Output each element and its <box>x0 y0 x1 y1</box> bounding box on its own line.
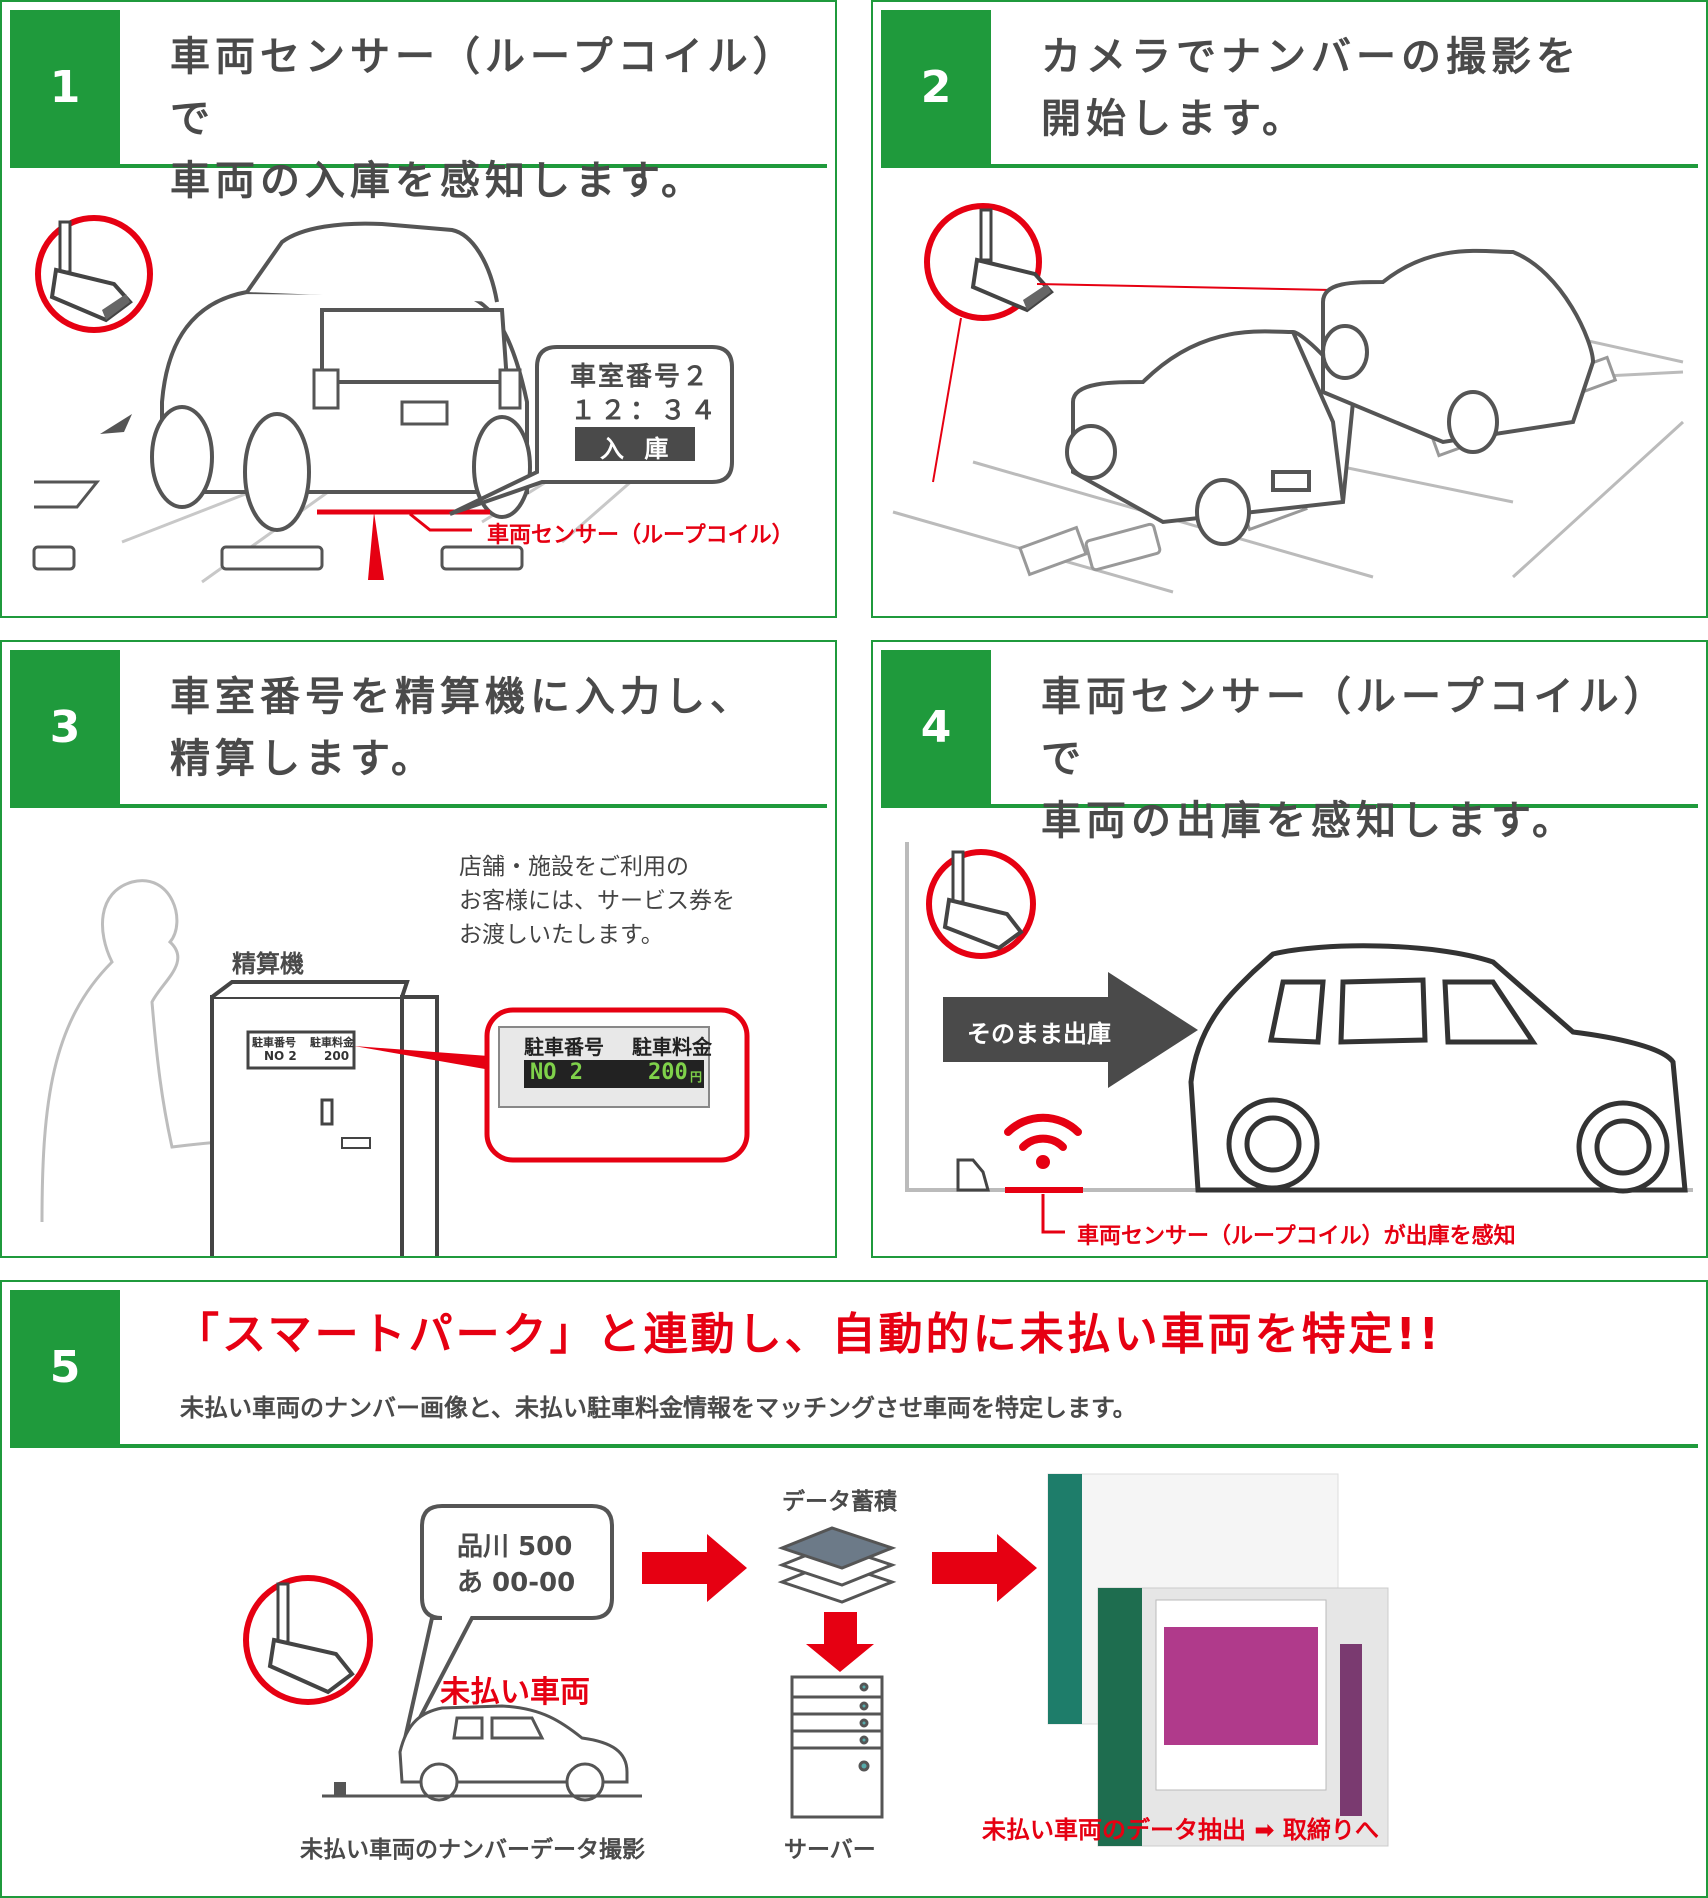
plate-line1: 品川 500 <box>457 1532 573 1562</box>
step-number: 1 <box>10 10 120 164</box>
unpaid-vehicle-label: 未払い車両 <box>440 1675 590 1710</box>
step2-illustration <box>892 203 1685 594</box>
server-label: サーバー <box>784 1837 876 1863</box>
step-panel-2: 2 カメラでナンバーの撮影を 開始します。 <box>871 0 1708 618</box>
step-title: 車両センサー（ループコイル）で 車両の出庫を感知します。 <box>1041 674 1669 844</box>
step-panel-3: 3 車室番号を精算機に入力し、 精算します。 店舗・施設をご利用の お客様には、… <box>0 640 837 1258</box>
service-ticket-note: 店舗・施設をご利用の お客様には、サービス券を お渡しいたします。 <box>459 854 735 948</box>
sensor-label: 車両センサー（ループコイル） <box>487 523 794 548</box>
camera-icon <box>924 203 1054 321</box>
camera-icon <box>243 1575 373 1705</box>
machine-display-head1: 駐車番号 <box>252 1036 296 1049</box>
machine-display-head2: 駐車料金 <box>310 1036 354 1049</box>
step3-illustration <box>40 879 750 1256</box>
step-number: 2 <box>881 10 991 164</box>
wifi-sensor-icon <box>1004 1113 1082 1169</box>
payment-machine <box>210 980 439 1256</box>
camera-icon <box>926 849 1036 959</box>
step-header: 1 車両センサー（ループコイル）で 車両の入庫を感知します。 <box>10 10 827 204</box>
arrow-right-icon <box>642 1534 747 1602</box>
step-header: 4 車両センサー（ループコイル）で 車両の出庫を感知します。 <box>881 650 1698 844</box>
display-head-number: 駐車番号 <box>524 1035 604 1059</box>
machine-display-val1: NO 2 <box>264 1049 297 1063</box>
arrow-right-icon <box>943 972 1198 1088</box>
display-fee-unit: 円 <box>690 1070 703 1084</box>
storage-label: データ蓄積 <box>782 1489 897 1515</box>
car-icon <box>398 1704 629 1802</box>
step-header: 2 カメラでナンバーの撮影を 開始します。 <box>881 10 1698 168</box>
step5-illustration <box>243 1473 1389 1847</box>
bubble-room-number: 車室番号２ <box>570 362 711 392</box>
bubble-status: 入 庫 <box>600 435 675 463</box>
car-icon <box>150 221 532 532</box>
car-icon <box>1065 248 1596 546</box>
sensor-label: 車両センサー（ループコイル）が出庫を感知 <box>1077 1224 1516 1249</box>
step4-illustration <box>905 842 1693 1234</box>
arrow-right-icon <box>932 1534 1037 1602</box>
plate-line2: あ 00-00 <box>457 1568 576 1598</box>
step-title: 車両センサー（ループコイル）で 車両の入庫を感知します。 <box>170 34 798 204</box>
step-number: 4 <box>881 650 991 804</box>
step-title: 車室番号を精算機に入力し、 精算します。 <box>170 674 755 782</box>
capture-caption: 未払い車両のナンバーデータ撮影 <box>300 1837 645 1863</box>
exit-arrow-label: そのまま出庫 <box>967 1020 1111 1048</box>
machine-display-val2: 200 <box>324 1049 350 1063</box>
extract-label: 未払い車両のデータ抽出 ➡ 取締りへ <box>982 1816 1379 1844</box>
display-fee-value: 200 <box>648 1060 688 1085</box>
step-title: 「スマートパーク」と連動し、自動的に未払い車両を特定!! <box>175 1309 1442 1360</box>
display-number-value: NO 2 <box>530 1060 583 1085</box>
camera-icon <box>35 215 153 333</box>
bubble-time: １２：３４ <box>570 396 721 426</box>
step1-illustration <box>32 215 734 584</box>
arrow-down-icon <box>806 1612 874 1672</box>
step-subtitle: 未払い車両のナンバー画像と、未払い駐車料金情報をマッチングさせ車両を特定します。 <box>180 1394 1137 1422</box>
machine-label: 精算機 <box>232 950 304 978</box>
step-panel-5: 5 「スマートパーク」と連動し、自動的に未払い車両を特定!! 未払い車両のナンバ… <box>0 1280 1708 1898</box>
display-head-fee: 駐車料金 <box>632 1035 712 1059</box>
car-icon <box>1188 943 1688 1194</box>
step-header: 5 「スマートパーク」と連動し、自動的に未払い車両を特定!! 未払い車両のナンバ… <box>10 1290 1698 1448</box>
step-number: 3 <box>10 650 120 804</box>
step-panel-4: 4 車両センサー（ループコイル）で 車両の出庫を感知します。 <box>871 640 1708 1258</box>
step-header: 3 車室番号を精算機に入力し、 精算します。 <box>10 650 827 808</box>
step-number: 5 <box>10 1290 120 1444</box>
step-title: カメラでナンバーの撮影を 開始します。 <box>1041 34 1581 142</box>
server-icon <box>790 1675 884 1819</box>
data-stack-icon <box>777 1526 897 1604</box>
step-panel-1: 1 車両センサー（ループコイル）で 車両の入庫を感知します。 <box>0 0 837 618</box>
